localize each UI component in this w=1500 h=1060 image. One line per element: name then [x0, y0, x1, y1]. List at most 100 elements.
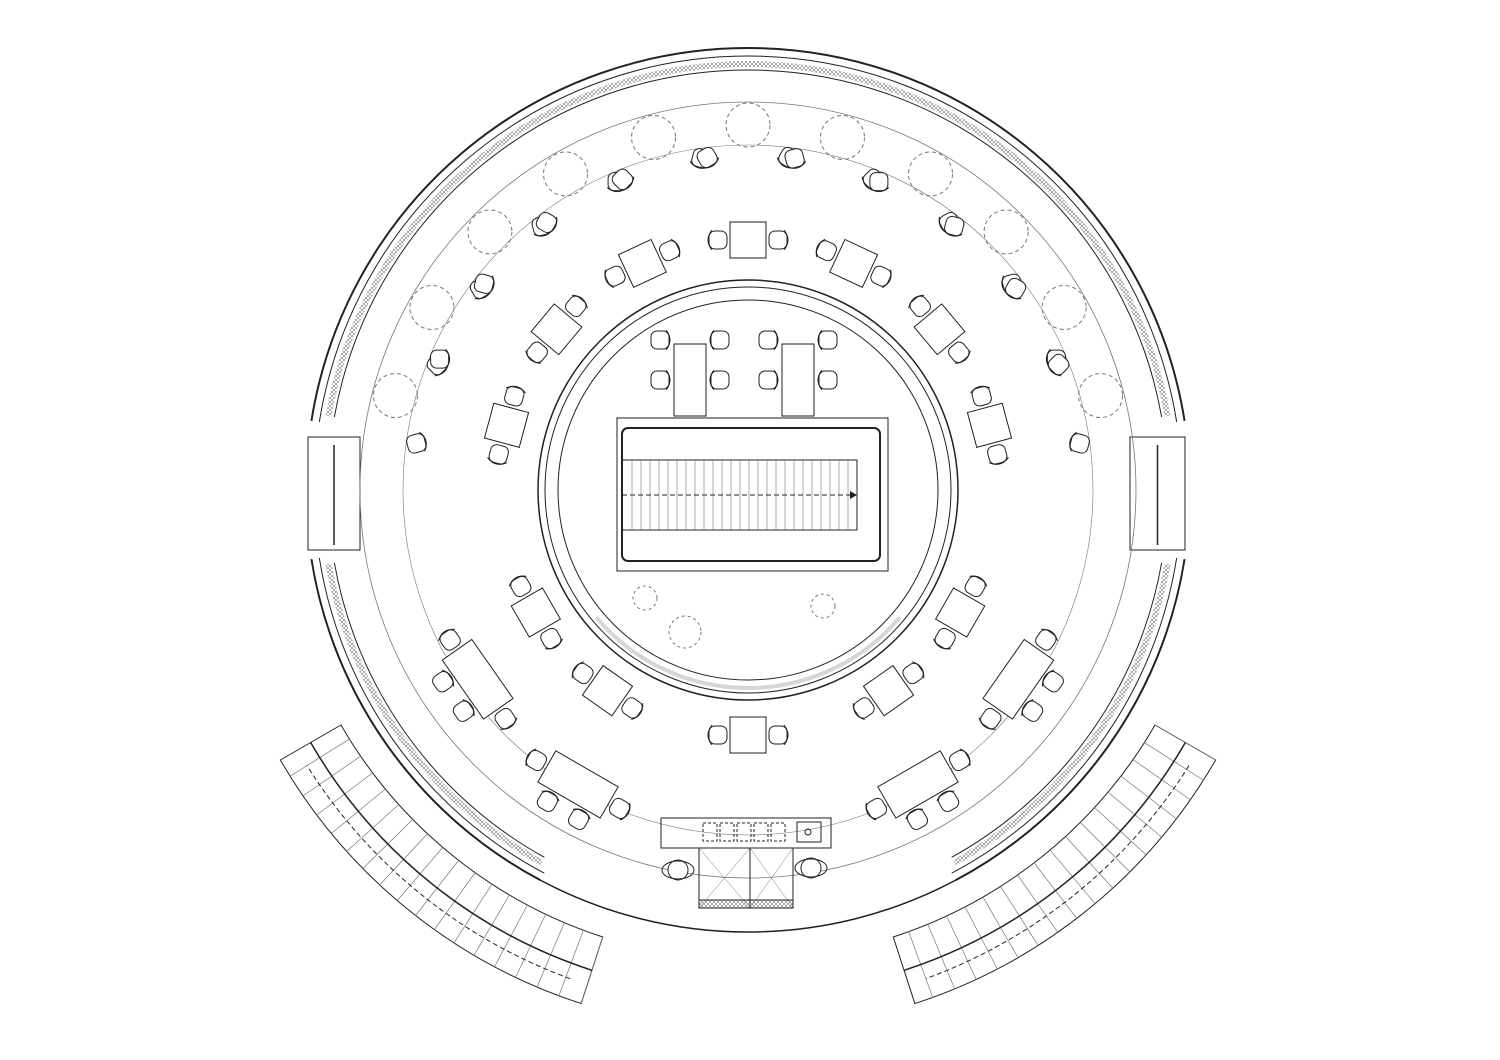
left-stair [279, 724, 604, 1005]
person-shoulders [661, 860, 695, 880]
stool [632, 585, 658, 611]
square-table [913, 303, 966, 356]
round-table [409, 285, 455, 330]
chair [536, 790, 560, 813]
sink [796, 821, 822, 843]
chair [430, 348, 451, 370]
chair [1046, 353, 1070, 377]
display-case [770, 822, 786, 842]
outer-wall [955, 558, 1186, 882]
round-table [467, 209, 513, 255]
square-table [673, 343, 707, 417]
chair [758, 329, 779, 351]
outer-wall-inner [318, 557, 545, 874]
chair [936, 790, 960, 813]
chair [817, 329, 838, 351]
chair [868, 172, 890, 193]
round-table [543, 151, 588, 197]
display-case [719, 822, 735, 842]
chair [567, 808, 591, 831]
chair [758, 369, 779, 391]
core-ring [537, 279, 959, 701]
square-table [877, 750, 959, 819]
outer-wall-inner [951, 557, 1178, 874]
stool [668, 615, 702, 649]
square-table [530, 303, 583, 356]
handrail [903, 742, 1186, 971]
round-table [1078, 373, 1124, 419]
core-ring [544, 286, 952, 694]
chair [438, 628, 461, 651]
chair [540, 627, 563, 650]
side-opening [1129, 436, 1186, 551]
right-stair [892, 724, 1217, 1005]
chair [709, 329, 730, 351]
escalator-frame [616, 417, 889, 572]
chair [508, 575, 532, 598]
person-icon [667, 859, 689, 881]
walk-line [306, 765, 571, 980]
chair [1035, 628, 1058, 651]
outer-walls [307, 46, 1186, 933]
bottom-wall [540, 879, 956, 933]
service-counter [660, 817, 832, 909]
chair [817, 369, 838, 391]
round-table [819, 114, 865, 160]
walk-line [925, 765, 1190, 980]
wall-hatch [325, 563, 543, 866]
square-table [934, 587, 986, 638]
chair [611, 168, 635, 192]
wall-inner-line [951, 562, 1163, 858]
chair [473, 273, 495, 296]
square-table [617, 238, 667, 289]
exterior-stairs [279, 724, 1217, 1005]
chair [768, 724, 789, 746]
chair [964, 575, 988, 598]
chair [933, 627, 956, 650]
escalator [616, 417, 889, 572]
wall-hatch [325, 60, 1171, 417]
chair [865, 797, 888, 821]
chair [504, 385, 526, 407]
chair [608, 797, 631, 821]
chair [1042, 669, 1064, 693]
wall-inner-line [333, 562, 545, 858]
square-table [537, 750, 619, 819]
chair [604, 265, 626, 289]
chair [908, 294, 931, 318]
chair [621, 697, 644, 721]
central-core [537, 279, 959, 701]
square-table [729, 221, 767, 259]
chair [768, 229, 789, 251]
chair [432, 669, 454, 693]
person-icon [800, 857, 822, 879]
chair [696, 146, 720, 169]
person-shoulders [794, 858, 828, 878]
drain-icon [804, 828, 812, 836]
chair [406, 431, 427, 454]
chair [942, 215, 965, 237]
chair [525, 748, 548, 772]
round-table [372, 373, 418, 419]
chair [987, 444, 1009, 465]
wall-inner-line [333, 69, 1163, 418]
chair [852, 697, 875, 721]
chair [870, 265, 892, 289]
chair [571, 661, 594, 685]
chair [650, 329, 671, 351]
square-table [581, 664, 634, 717]
chair [902, 661, 925, 685]
outer-wall-inner [318, 55, 1178, 423]
chair [948, 341, 971, 364]
core-ring [557, 299, 939, 681]
round-table [725, 102, 771, 148]
chair [707, 724, 728, 746]
outer-wall [310, 46, 1186, 422]
chair [535, 211, 558, 235]
square-table [862, 664, 915, 717]
chair [1021, 699, 1044, 722]
ring [402, 144, 1094, 836]
display-case [736, 822, 752, 842]
square-table [441, 638, 514, 720]
square-table [829, 238, 879, 289]
